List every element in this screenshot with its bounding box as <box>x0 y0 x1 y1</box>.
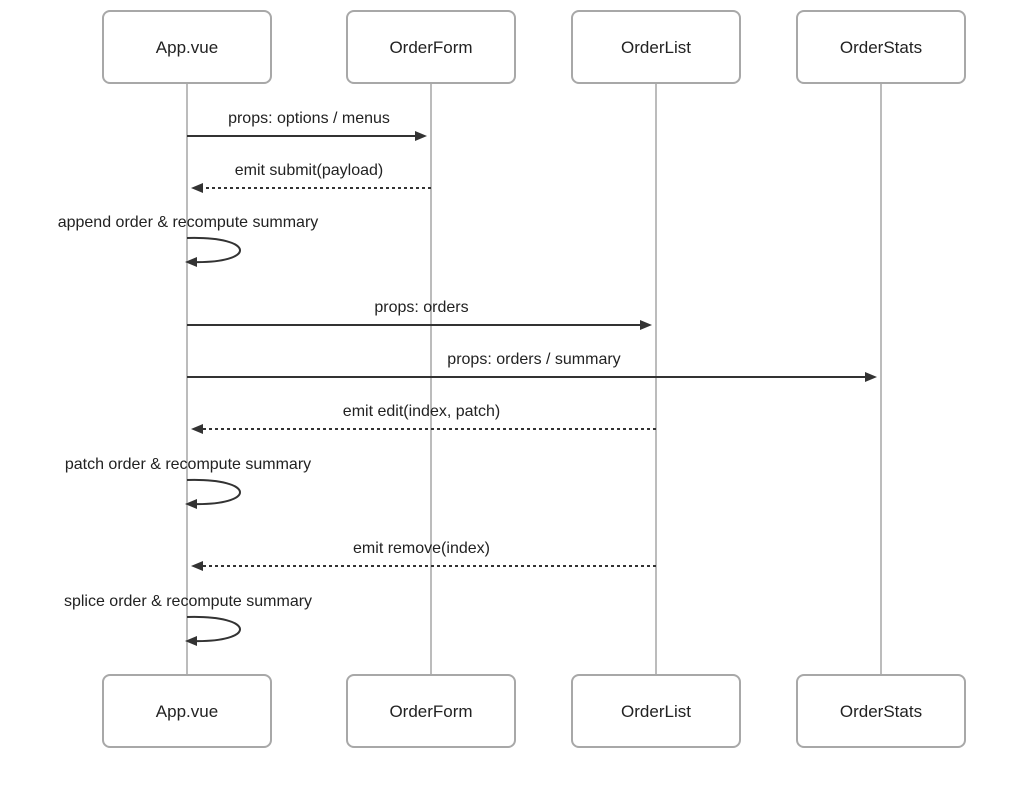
actor-label: OrderList <box>621 702 691 721</box>
arrowhead-icon <box>415 131 427 141</box>
actor-orderstats-bottom: OrderStats <box>796 674 966 748</box>
message-label: props: orders / summary <box>447 351 620 368</box>
message-label: props: options / menus <box>228 110 390 127</box>
actor-orderstats-top: OrderStats <box>796 10 966 84</box>
message-8: emit remove(index) <box>191 540 656 571</box>
message-3: append order & recompute summary <box>58 214 319 267</box>
message-1: props: options / menus <box>187 110 427 141</box>
message-9: splice order & recompute summary <box>64 593 312 646</box>
message-label: props: orders <box>374 299 468 316</box>
message-7: patch order & recompute summary <box>65 456 311 509</box>
message-4: props: orders <box>187 299 652 330</box>
actor-box <box>796 674 966 748</box>
message-6: emit edit(index, patch) <box>191 403 656 434</box>
actor-label: App.vue <box>156 702 218 721</box>
arrowhead-icon <box>191 424 203 434</box>
self-loop-arrow <box>186 615 241 643</box>
actor-label: App.vue <box>156 38 218 57</box>
arrowhead-icon <box>185 499 197 509</box>
message-label: emit submit(payload) <box>235 162 384 179</box>
arrowhead-icon <box>191 183 203 193</box>
actor-label: OrderList <box>621 38 691 57</box>
arrowhead-icon <box>865 372 877 382</box>
actor-label: OrderStats <box>840 702 922 721</box>
actor-label: OrderForm <box>389 702 472 721</box>
arrowhead-icon <box>185 636 197 646</box>
self-loop-arrow <box>186 236 241 264</box>
message-2: emit submit(payload) <box>191 162 431 193</box>
actor-label: OrderForm <box>389 38 472 57</box>
message-5: props: orders / summary <box>187 351 877 382</box>
arrowhead-icon <box>640 320 652 330</box>
actor-box <box>102 10 272 84</box>
actor-app-vue-bottom: App.vue <box>102 674 272 748</box>
self-loop-arrow <box>186 478 241 506</box>
actor-box <box>346 674 516 748</box>
message-label: emit edit(index, patch) <box>343 403 500 420</box>
message-label: patch order & recompute summary <box>65 456 311 473</box>
message-label: append order & recompute summary <box>58 214 319 231</box>
actor-box <box>796 10 966 84</box>
message-label: emit remove(index) <box>353 540 490 557</box>
actor-box <box>346 10 516 84</box>
actor-orderform-top: OrderForm <box>346 10 516 84</box>
actor-box <box>571 674 741 748</box>
arrowhead-icon <box>191 561 203 571</box>
actor-orderform-bottom: OrderForm <box>346 674 516 748</box>
actor-box <box>102 674 272 748</box>
actor-orderlist-top: OrderList <box>571 10 741 84</box>
arrowhead-icon <box>185 257 197 267</box>
actor-label: OrderStats <box>840 38 922 57</box>
actor-app-vue-top: App.vue <box>102 10 272 84</box>
actor-box <box>571 10 741 84</box>
message-label: splice order & recompute summary <box>64 593 312 610</box>
actor-orderlist-bottom: OrderList <box>571 674 741 748</box>
